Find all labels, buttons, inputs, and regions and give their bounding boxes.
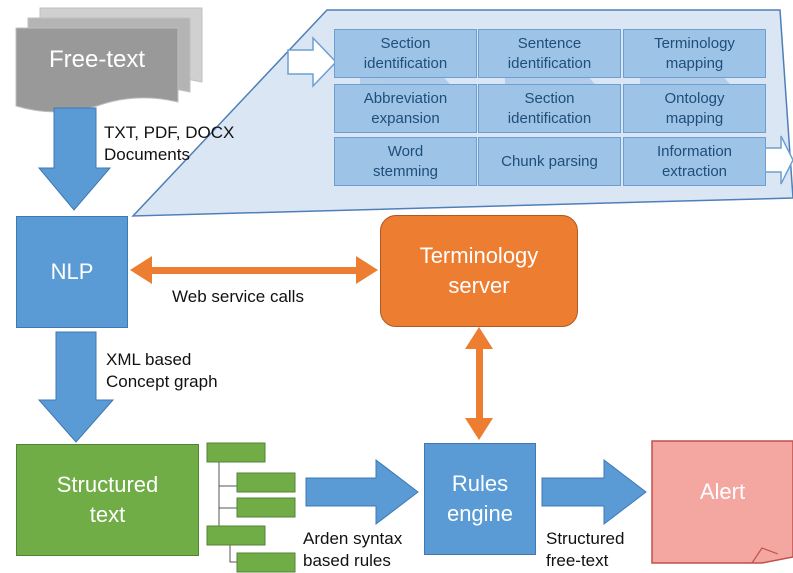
input-documents-label: TXT, PDF, DOCX Documents <box>104 123 235 164</box>
free-text-label-text: Free-text <box>48 46 146 73</box>
nlp-box-label: NLP <box>50 259 94 284</box>
step-abbreviation-expansion: Abbreviation expansion <box>334 84 477 133</box>
arrow-nlp-to-structured <box>37 331 115 443</box>
step-terminology-mapping: Terminology mapping <box>623 29 766 78</box>
panel-input-arrow <box>287 36 338 88</box>
arrow-nlp-terminology <box>130 256 378 284</box>
arrow-terminology-rules <box>465 327 493 440</box>
alert-label: Alert <box>652 472 793 512</box>
terminology-server-label: Terminology server <box>419 243 539 298</box>
alert-note <box>651 440 793 564</box>
step-ontology-mapping: Ontology mapping <box>623 84 766 133</box>
alert-label-text: Alert <box>699 479 746 504</box>
step-section-identification-2: Section identification <box>478 84 621 133</box>
free-text-label: Free-text <box>16 40 178 80</box>
step-chunk-parsing: Chunk parsing <box>478 137 621 186</box>
rules-engine-box[interactable]: Rules engine <box>424 443 536 555</box>
web-service-calls-label: Web service calls <box>172 287 304 306</box>
step-section-identification: Section identification <box>334 29 477 78</box>
step-sentence-identification: Sentence identification <box>478 29 621 78</box>
arrow-documents-to-nlp <box>37 107 112 211</box>
xml-concept-graph-label: XML based Concept graph <box>106 350 218 391</box>
arrow-structured-to-rules <box>305 458 419 526</box>
structured-free-text-label: Structured free-text <box>546 529 625 570</box>
alert-note-fold <box>751 547 779 564</box>
arden-syntax-label: Arden syntax based rules <box>303 529 403 570</box>
step-information-extraction: Information extraction <box>623 137 766 186</box>
arrow-rules-to-alert <box>541 458 647 526</box>
rules-engine-label: Rules engine <box>446 471 514 526</box>
terminology-server-box[interactable]: Terminology server <box>380 215 578 327</box>
step-word-stemming: Word stemming <box>334 137 477 186</box>
structure-tree <box>206 442 296 573</box>
document-stack-icon <box>15 7 203 113</box>
structured-text-label: Structured text <box>56 472 159 527</box>
structured-text-box[interactable]: Structured text <box>16 444 199 556</box>
nlp-box[interactable]: NLP <box>16 216 128 328</box>
